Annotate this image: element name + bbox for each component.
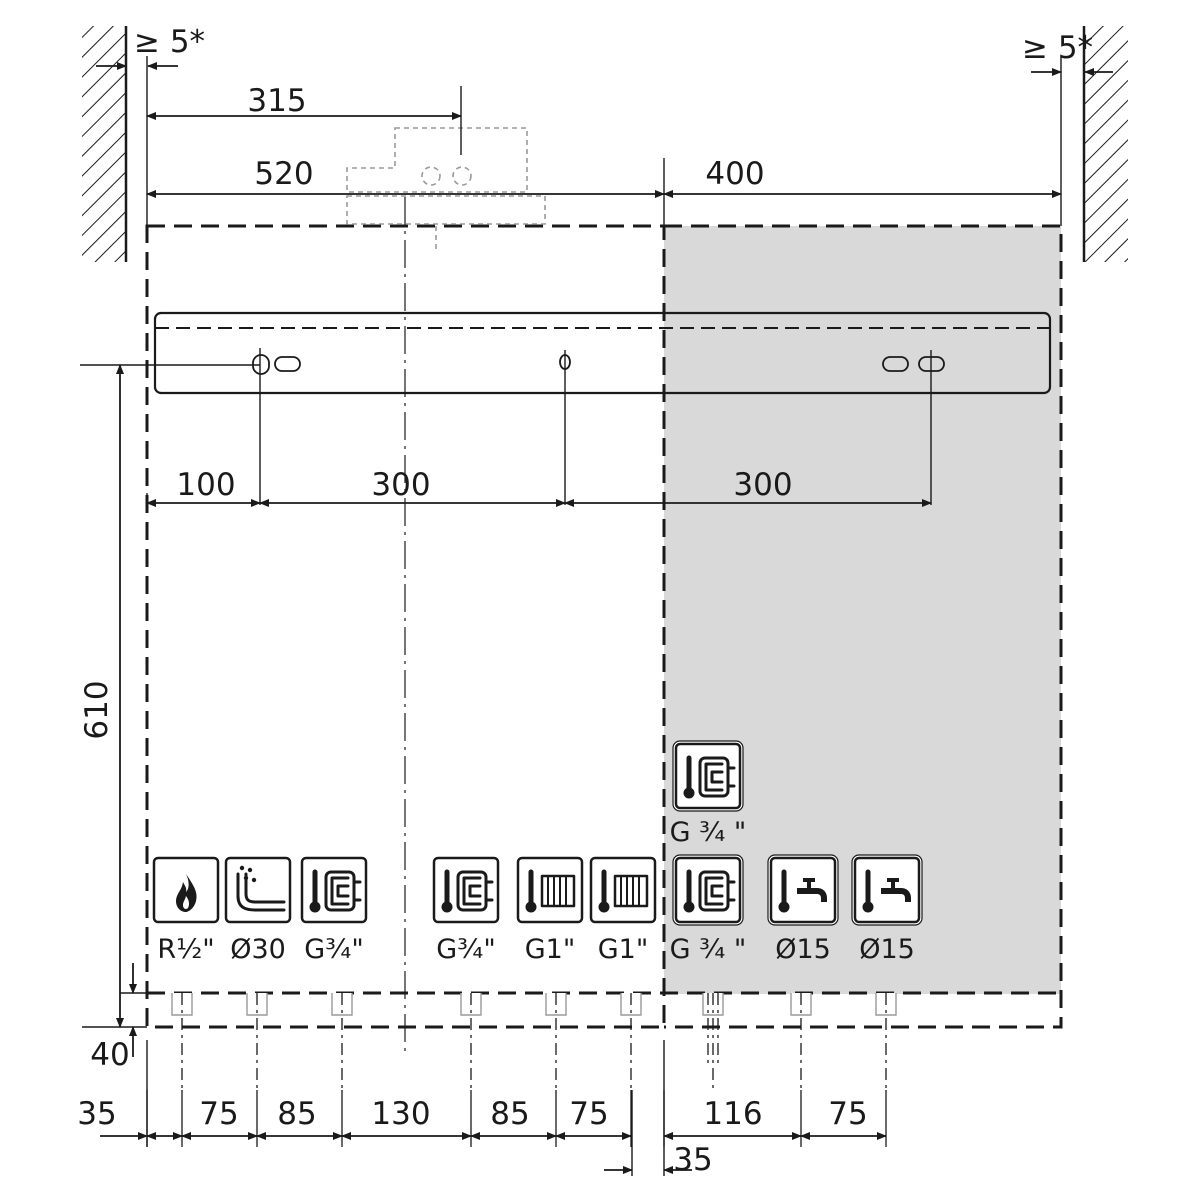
pipe-stub bbox=[545, 993, 567, 1090]
radiator-thermometer-icon bbox=[525, 869, 576, 913]
tap-thermometer-icon bbox=[862, 869, 911, 913]
condensate-drain-icon bbox=[236, 865, 286, 912]
clearance-right-label: ≥ 5* bbox=[1022, 30, 1093, 66]
bottom-dimension-lines bbox=[100, 1090, 887, 1174]
connection-7: G ¾ " bbox=[670, 854, 747, 965]
bottom-dim-label: 116 bbox=[703, 1096, 762, 1132]
bottom-dim-label: 85 bbox=[277, 1096, 316, 1132]
pipe-stub bbox=[246, 993, 268, 1090]
connection-2: Ø30 bbox=[224, 856, 292, 965]
left-wall bbox=[82, 26, 128, 262]
dim-40-label: 40 bbox=[90, 1037, 129, 1073]
connection-6: G1" bbox=[589, 856, 657, 965]
connection-label: Ø30 bbox=[230, 934, 286, 965]
dim-400-label: 400 bbox=[705, 156, 764, 192]
cylinder-outline bbox=[147, 224, 1063, 1029]
connection-label: G ¾ " bbox=[670, 934, 747, 965]
cylinder-thermometer-icon bbox=[441, 869, 494, 913]
upper-connection: G ¾ " bbox=[670, 740, 747, 848]
connection-label: G1" bbox=[598, 934, 649, 965]
radiator-thermometer-icon bbox=[598, 869, 649, 913]
cylinder-thermometer-icon bbox=[683, 869, 736, 913]
tap-thermometer-icon bbox=[778, 869, 827, 913]
rail-dim-100-label: 100 bbox=[176, 467, 235, 503]
pipe-stub bbox=[331, 993, 353, 1090]
connection-4: G¾" bbox=[432, 856, 500, 965]
connection-1: R½" bbox=[152, 856, 220, 965]
right-wall bbox=[1082, 26, 1128, 262]
bottom-dim-label: 75 bbox=[199, 1096, 238, 1132]
bottom-dim-label: 75 bbox=[828, 1096, 867, 1132]
connection-5: G1" bbox=[516, 856, 584, 965]
cylinder-thermometer-icon bbox=[309, 869, 362, 913]
dim-610-label: 610 bbox=[79, 680, 115, 739]
connection-9: Ø15 bbox=[851, 854, 923, 965]
gas-flame-icon bbox=[176, 874, 197, 912]
pipe-stub bbox=[171, 993, 193, 1090]
connection-label: G¾" bbox=[436, 934, 496, 965]
rail-dim-300-left-label: 300 bbox=[371, 467, 430, 503]
bottom-dim-label: 75 bbox=[569, 1096, 608, 1132]
cylinder-thermometer-icon bbox=[683, 755, 736, 799]
pipe-stub bbox=[790, 993, 812, 1090]
bottom-dimension-labels: 35 75 85 130 85 75 116 75 bbox=[77, 1096, 867, 1132]
bottom-dim-label: 35 bbox=[77, 1096, 116, 1132]
bottom-dim-label: 85 bbox=[490, 1096, 529, 1132]
pipe-stub bbox=[875, 993, 897, 1090]
dimension-lines bbox=[96, 62, 1113, 1057]
mounting-rail bbox=[153, 311, 1052, 505]
upper-connection-1: G ¾ " bbox=[670, 740, 747, 848]
bottom-dim-35-offset-label: 35 bbox=[673, 1142, 712, 1178]
pipe-stub bbox=[702, 993, 724, 1090]
connection-3: G¾" bbox=[300, 856, 368, 965]
connection-label: R½" bbox=[157, 934, 214, 965]
connection-label: G1" bbox=[525, 934, 576, 965]
clearance-left-label: ≥ 5* bbox=[134, 24, 205, 60]
pipe-stub bbox=[460, 993, 482, 1090]
dim-315-label: 315 bbox=[247, 83, 306, 119]
bottom-dim-label: 130 bbox=[371, 1096, 430, 1132]
dim-520-label: 520 bbox=[254, 156, 313, 192]
rail-dim-300-right-label: 300 bbox=[733, 467, 792, 503]
pipe-stub bbox=[620, 993, 642, 1090]
flue-outline bbox=[346, 127, 546, 250]
connection-row: R½" Ø30 G¾" G¾" G1" G1" G ¾ " Ø15 Ø15 bbox=[152, 854, 923, 1090]
connection-label: G¾" bbox=[304, 934, 364, 965]
connection-label: Ø15 bbox=[775, 934, 831, 965]
connection-8: Ø15 bbox=[767, 854, 839, 965]
connection-label: G ¾ " bbox=[670, 817, 747, 848]
connection-label: Ø15 bbox=[859, 934, 915, 965]
